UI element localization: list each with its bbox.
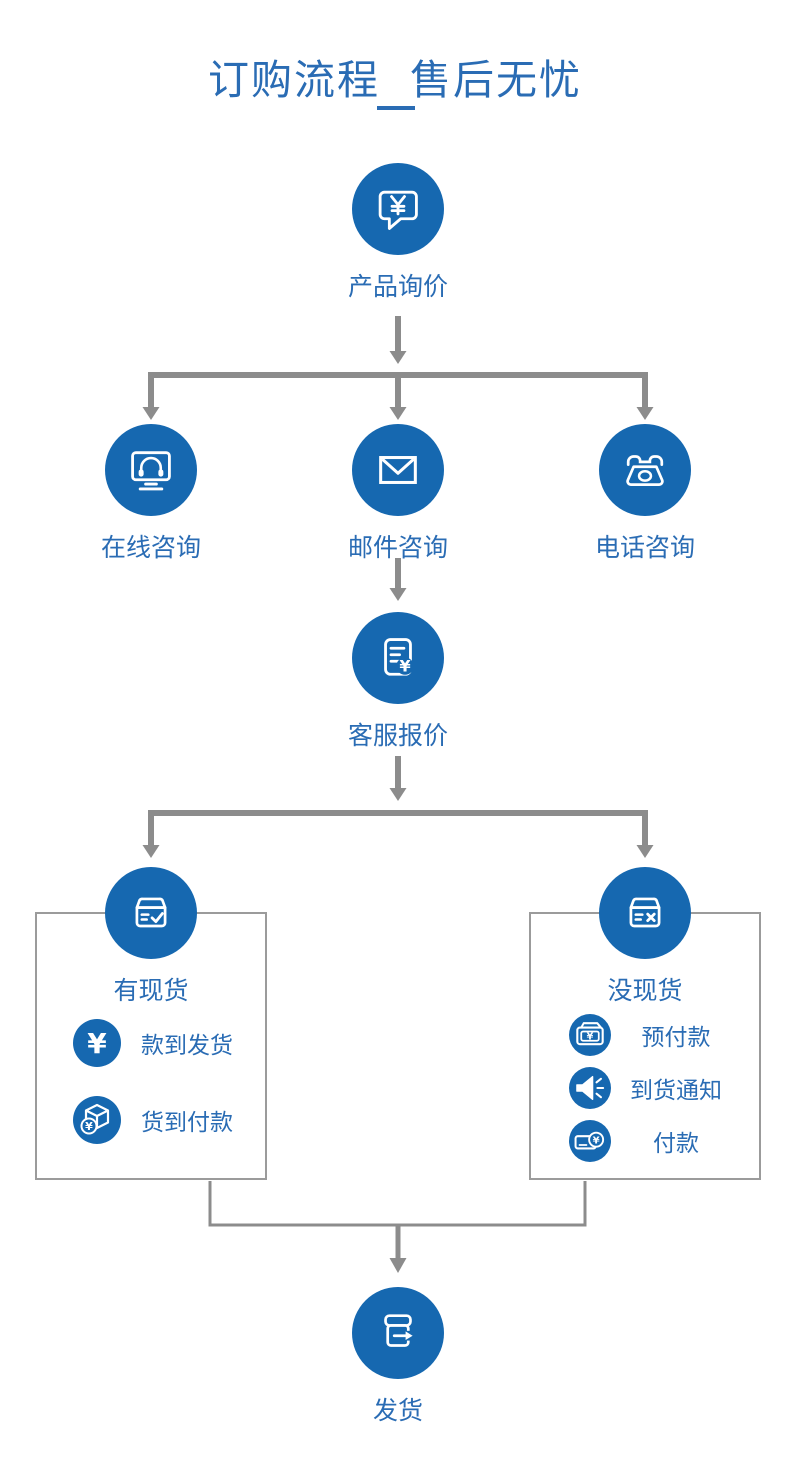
- node-product-inquiry: 产品询价: [298, 163, 498, 303]
- merge-to-ship: [208, 1181, 587, 1273]
- svg-text:¥: ¥: [399, 657, 411, 676]
- card-yen-icon: ¥: [569, 1120, 611, 1162]
- item-label: 款到发货: [141, 1033, 233, 1059]
- node-label: 邮件咨询: [347, 533, 448, 562]
- item-label: 货到付款: [141, 1110, 233, 1136]
- node-label: 有现货: [113, 976, 189, 1005]
- svg-text:¥: ¥: [593, 1136, 600, 1147]
- list-item-cash-on-delivery: ¥ 货到付款: [73, 1096, 253, 1144]
- node-online-consult: 在线咨询: [51, 424, 251, 564]
- node-in-stock: 有现货: [51, 867, 251, 1007]
- box-arrow-icon: [352, 1287, 444, 1379]
- package-yen-icon: ¥: [73, 1096, 121, 1144]
- branch-contacts: [142, 372, 654, 420]
- list-item-payment: ¥ 付款: [569, 1120, 741, 1162]
- item-label: 付款: [653, 1131, 699, 1157]
- node-label: 没现货: [607, 976, 683, 1005]
- page-title: 订购流程 售后无忧: [207, 56, 583, 104]
- node-label: 电话咨询: [594, 533, 695, 562]
- box-check-icon: [105, 867, 197, 959]
- node-ship: 发货: [298, 1287, 498, 1427]
- list-item-pay-then-ship: ¥ 款到发货: [73, 1019, 253, 1067]
- wallet-yen-icon: ¥: [569, 1014, 611, 1056]
- branch-stock: [142, 810, 654, 858]
- envelope-icon: [352, 424, 444, 516]
- node-out-of-stock: 没现货: [545, 867, 745, 1007]
- monitor-headset-icon: [105, 424, 197, 516]
- node-label: 发货: [372, 1396, 423, 1425]
- svg-text:¥: ¥: [87, 1027, 107, 1060]
- node-label: 产品询价: [347, 272, 448, 301]
- yen-icon: ¥: [73, 1019, 121, 1067]
- node-email-consult: 邮件咨询: [298, 424, 498, 564]
- connector-quote-down: [389, 756, 407, 801]
- list-item-prepayment: ¥ 预付款: [569, 1014, 741, 1056]
- megaphone-icon: [569, 1067, 611, 1109]
- box-cross-icon: [599, 867, 691, 959]
- item-label: 预付款: [641, 1025, 711, 1051]
- item-label: 到货通知: [630, 1078, 722, 1104]
- connector-email-to-quote: [389, 558, 407, 601]
- speech-bubble-yen-icon: [352, 163, 444, 255]
- connector-inquiry-down: [389, 316, 407, 364]
- list-item-arrival-notice: 到货通知: [569, 1067, 741, 1109]
- node-phone-consult: 电话咨询: [545, 424, 745, 564]
- svg-text:¥: ¥: [587, 1032, 594, 1043]
- title-underline: [377, 106, 415, 110]
- node-label: 在线咨询: [100, 533, 201, 562]
- svg-text:¥: ¥: [85, 1120, 93, 1133]
- node-service-quote: ¥ 客服报价: [298, 612, 498, 752]
- telephone-icon: [599, 424, 691, 516]
- document-yen-icon: ¥: [352, 612, 444, 704]
- node-label: 客服报价: [347, 721, 448, 750]
